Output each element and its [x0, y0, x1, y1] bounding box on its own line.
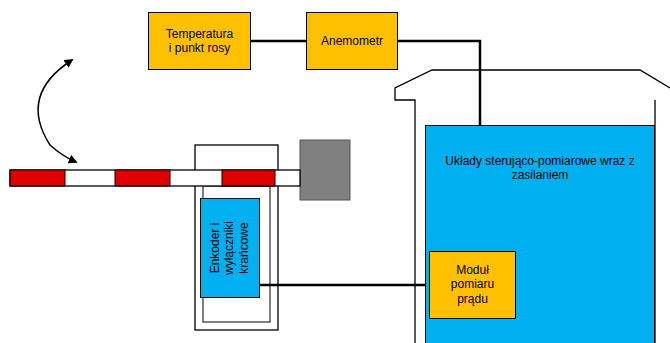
barrier-arm — [10, 170, 300, 186]
wire-connector — [260, 284, 429, 287]
node-label: Temperatura i punkt rosy — [164, 27, 236, 56]
encoder-box: Enkoder i wyłączniki krańcowe — [200, 198, 260, 298]
sensor-box: Temperatura i punkt rosy — [148, 12, 251, 70]
arm-stripe — [222, 170, 275, 186]
sensor-box: Anemometr — [306, 12, 398, 70]
node-label: Enkoder i wyłączniki krańcowe — [208, 215, 251, 281]
measure-module: Moduł pomiaru prądu — [429, 251, 516, 319]
arm-stripe — [115, 170, 170, 186]
node-label: Anemometr — [321, 34, 383, 48]
motion-arrow — [38, 60, 76, 162]
wire-connector — [251, 40, 306, 43]
node-label: Układy sterująco-pomiarowe wraz z zasila… — [445, 154, 635, 183]
node-label: Moduł pomiaru prądu — [451, 263, 494, 306]
wire-connector — [398, 41, 480, 125]
arm-stripe — [10, 170, 65, 186]
counterweight — [300, 140, 350, 200]
control-unit: Układy sterująco-pomiarowe wraz z zasila… — [425, 125, 655, 343]
